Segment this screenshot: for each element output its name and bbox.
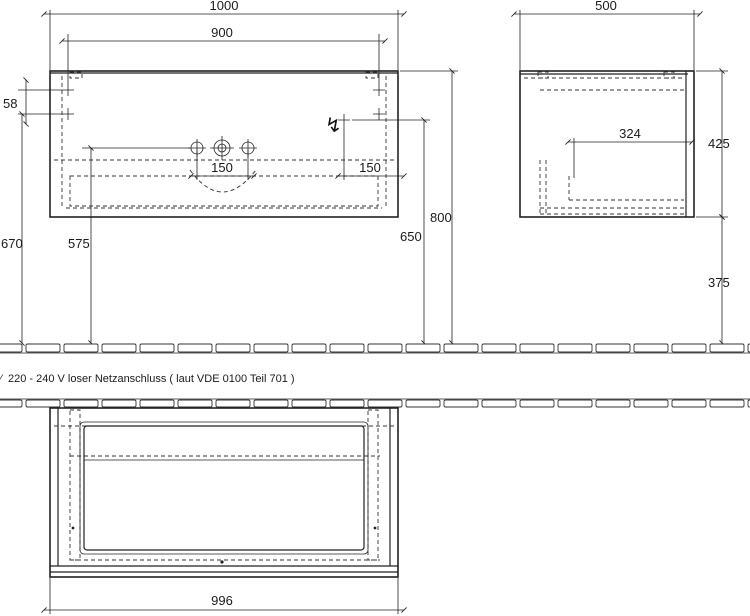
- tile: [481, 343, 517, 353]
- tile: [443, 343, 479, 353]
- dim-front-height-670: 670: [1, 236, 23, 251]
- tile: [405, 399, 441, 408]
- dim-side-inner-depth: 324: [619, 126, 641, 141]
- tile: [633, 343, 669, 353]
- mounting-point-markers: [62, 84, 385, 120]
- dim-front-height-800: 800: [430, 210, 452, 225]
- dim-side-depth: 500: [595, 0, 617, 13]
- tile: [709, 343, 745, 353]
- tile: [367, 343, 403, 353]
- front-cabinet-outline: [49, 70, 399, 218]
- dim-front-height-575: 575: [68, 236, 90, 251]
- tile: [405, 343, 441, 353]
- floor-tile-strip-front: [0, 343, 750, 354]
- tile: [633, 399, 669, 408]
- tile: [215, 343, 251, 353]
- tile: [291, 343, 327, 353]
- tile: [557, 399, 593, 408]
- tile: [215, 399, 251, 408]
- dim-side-floor-gap: 375: [708, 275, 730, 290]
- tile: [595, 343, 631, 353]
- tile: [253, 399, 289, 408]
- tile: [63, 343, 99, 353]
- dim-front-mount-offset: 58: [3, 96, 17, 111]
- electrical-symbol: ↯: [325, 113, 342, 137]
- tile: [63, 399, 99, 408]
- wall-tile-strip-top-view: [0, 398, 750, 408]
- tile: [0, 343, 23, 353]
- tile: [519, 399, 555, 408]
- tile: [139, 399, 175, 408]
- tile: [253, 343, 289, 353]
- side-view: 500 324 425 375: [511, 0, 730, 346]
- tile: [25, 399, 61, 408]
- tile: [0, 399, 23, 408]
- tile: [101, 343, 137, 353]
- front-view: ↯ 1000 900 58 670 575: [1, 0, 458, 346]
- electrical-note-symbol: ⁄: [0, 373, 4, 385]
- top-cabinet-outline: [49, 407, 399, 578]
- drawer-handle-point: [220, 560, 224, 564]
- tile: [25, 343, 61, 353]
- tile: [177, 399, 213, 408]
- tile: [177, 343, 213, 353]
- tile: [101, 399, 137, 408]
- dim-front-socket-offset: 150: [359, 160, 381, 175]
- dim-front-inner-width: 900: [211, 25, 233, 40]
- tile: [595, 399, 631, 408]
- tile: [443, 399, 479, 408]
- electrical-note: 220 - 240 V loser Netzanschluss ( laut V…: [8, 373, 295, 385]
- dim-front-total-width: 1000: [210, 0, 239, 13]
- tile: [709, 399, 745, 408]
- tile: [671, 343, 707, 353]
- tile: [557, 343, 593, 353]
- top-hidden-lines: [54, 409, 394, 561]
- tile: [329, 343, 365, 353]
- tile: [671, 399, 707, 408]
- side-hidden-lines: [524, 71, 684, 215]
- tile: [291, 399, 327, 408]
- tile: [481, 399, 517, 408]
- tile: [329, 399, 365, 408]
- dim-front-pipe-spacing: 150: [211, 160, 233, 175]
- drawer-outline: [83, 425, 365, 551]
- tile: [367, 399, 403, 408]
- dim-front-height-650: 650: [400, 229, 422, 244]
- top-view: 996: [41, 407, 407, 614]
- tile: [139, 343, 175, 353]
- dim-side-body-height: 425: [708, 136, 730, 151]
- tile: [519, 343, 555, 353]
- dim-top-view-width: 996: [211, 593, 233, 608]
